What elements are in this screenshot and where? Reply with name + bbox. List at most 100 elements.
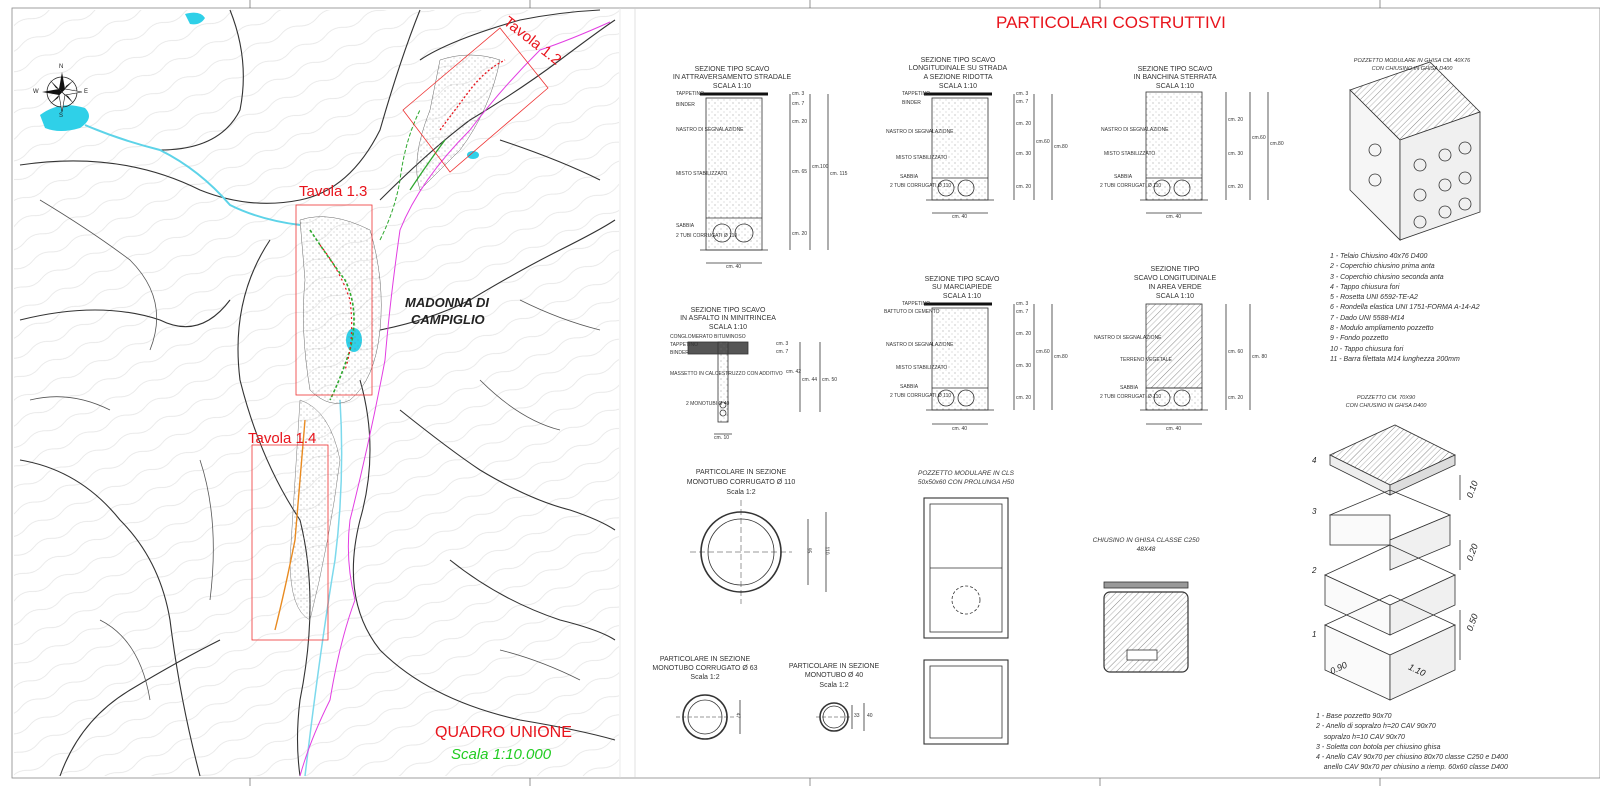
pozzetto-70-title-l2: CON CHIUSINO IN GHISA D400 <box>1345 403 1427 409</box>
sec3-dim-5: cm. 40 <box>1166 214 1182 220</box>
sec4-label-1: TAPPETINO <box>670 342 698 348</box>
sec4-dim-3: cm. 44 <box>802 377 818 383</box>
sec3-label-1: MISTO STABILIZZATO <box>1104 151 1156 157</box>
sec2-label-4: SABBIA <box>900 174 919 180</box>
sec2-dim-2: cm. 20 <box>1016 121 1032 127</box>
pozzetto-70-num-2: 2 <box>1312 566 1317 575</box>
legend-item: 7 - Dado UNI 5588-M14 <box>1330 314 1405 322</box>
pipe63-title-l2: MONOTUBO CORRUGATO Ø 63 <box>652 665 758 672</box>
sec2-dim-5: cm.60 <box>1036 139 1050 145</box>
sec2-dim-6: cm.80 <box>1054 144 1068 150</box>
legend-item: 10 - Tappo chiusura fori <box>1330 345 1404 353</box>
legend-item: 9 - Fondo pozzetto <box>1330 335 1389 343</box>
sec5-scale: SCALA 1:10 <box>942 293 982 300</box>
sec1-dim-4: cm. 20 <box>792 231 808 237</box>
sec6-label-0: NASTRO DI SEGNALAZIONE <box>1094 335 1162 341</box>
sec2-label-3: MISTO STABILIZZATO <box>896 155 948 161</box>
sec4-dim-2: cm. 42 <box>786 369 802 375</box>
sec5-dim-4: cm. 20 <box>1016 395 1032 401</box>
sec1-dim-3: cm. 65 <box>792 169 808 175</box>
sec5-dim-2: cm. 20 <box>1016 331 1032 337</box>
sec2-label-1: BINDER <box>902 100 921 106</box>
sec3-dim-2: cm. 20 <box>1228 184 1244 190</box>
tavola-1-4-label: Tavola 1.4 <box>248 430 317 447</box>
pozzetto-70-legend: 1 - Base pozzetto 90x70 2 - Anello di so… <box>1316 712 1508 774</box>
sec2-dim-0: cm. 3 <box>1016 91 1029 97</box>
quadro-unione-title: QUADRO UNIONE <box>435 724 572 741</box>
sec6-label-2: SABBIA <box>1120 385 1139 391</box>
compass-n-label: N <box>59 64 64 70</box>
legend-item: sopralzo h=10 CAV 90x70 <box>1316 733 1405 741</box>
sec5-dim-5: cm.60 <box>1036 349 1050 355</box>
sec4-label-3: MASSETTO IN CALCESTRUZZO CON ADDITIVO <box>670 371 783 377</box>
chiusino-title-l1: CHIUSINO IN GHISA CLASSE C250 <box>1092 537 1200 544</box>
sec5-label-0: TAPPETINO <box>902 301 930 307</box>
compass-w-label: W <box>33 89 39 95</box>
sec1-dim-6: cm. 115 <box>830 171 848 177</box>
sec1-scale: SCALA 1:10 <box>712 83 752 90</box>
sec5-dim-0: cm. 3 <box>1016 301 1029 307</box>
sec2-label-5: 2 TUBI CORRUGATI Ø 110 <box>890 183 952 189</box>
sec6-title-l3: IN AREA VERDE <box>1148 284 1202 291</box>
sec1-label-4: SABBIA <box>676 223 695 229</box>
sec5-title-l2: SU MARCIAPIEDE <box>932 284 992 291</box>
sec3-title-l1: SEZIONE TIPO SCAVO <box>1137 66 1213 73</box>
sec4-dim-5: cm. 10 <box>714 435 730 441</box>
pipe63-scale: Scala 1:2 <box>690 674 720 681</box>
sec2-dim-3: cm. 30 <box>1016 151 1032 157</box>
pozzetto-cls-title-l2: 50x50x60 CON PROLUNGA H50 <box>917 479 1015 486</box>
chiusino-title-l2: 48X48 <box>1136 546 1156 553</box>
sec3-label-0: NASTRO DI SEGNALAZIONE <box>1101 127 1169 133</box>
sec2-scale: SCALA 1:10 <box>938 83 978 90</box>
pipe110-dim-outer: 110 <box>823 546 830 555</box>
sec6-dim-1: cm. 80 <box>1252 354 1268 360</box>
sec4-scale: SCALA 1:10 <box>708 324 748 331</box>
tavola-1-3-label: Tavola 1.3 <box>299 183 368 200</box>
pipe40-scale: Scala 1:2 <box>819 682 849 689</box>
sec4-title-l2: IN ASFALTO IN MINITRINCEA <box>680 315 776 322</box>
sec3-scale: SCALA 1:10 <box>1155 83 1195 90</box>
pipe40-dim-inner: 33 <box>854 713 860 719</box>
sec4-dim-4: cm. 50 <box>822 377 838 383</box>
sec1-label-0: TAPPETINO <box>676 91 704 97</box>
sec6-scale: SCALA 1:10 <box>1155 293 1195 300</box>
sec2-dim-4: cm. 20 <box>1016 184 1032 190</box>
sec4-title-l1: SEZIONE TIPO SCAVO <box>690 307 766 314</box>
sec4-label-4: 2 MONOTUBI Ø 40 <box>686 401 730 407</box>
town-name-line2: CAMPIGLIO <box>411 312 485 327</box>
sec3-dim-3: cm.60 <box>1252 135 1266 141</box>
sec5-dim-6: cm.80 <box>1054 354 1068 360</box>
sec1-label-5: 2 TUBI CORRUGATI Ø 110 <box>676 233 738 239</box>
pozzetto-70-num-4: 4 <box>1312 456 1317 465</box>
pipe40-title-l1: PARTICOLARE IN SEZIONE <box>788 663 880 670</box>
legend-item: 4 - Anello CAV 90x70 per chiusino 80x70 … <box>1316 754 1508 762</box>
sec1-dim-5: cm.100 <box>812 164 829 170</box>
sec2-label-0: TAPPETINO <box>902 91 930 97</box>
legend-item: 11 - Barra filettata M14 lunghezza 200mm <box>1330 355 1460 363</box>
sec3-dim-4: cm.80 <box>1270 141 1284 147</box>
pipe63-title-l1: PARTICOLARE IN SEZIONE <box>659 656 751 663</box>
legend-item: anello CAV 90x70 per chiusino a riemp. 6… <box>1316 764 1508 772</box>
compass-e-label: E <box>84 89 89 95</box>
legend-item: 3 - Soletta con botola per chiusino ghis… <box>1316 743 1441 751</box>
sec1-label-1: BINDER <box>676 102 695 108</box>
pozzetto-70-num-1: 1 <box>1312 630 1317 639</box>
sec2-dim-7: cm. 40 <box>952 214 968 220</box>
sec4-dim-1: cm. 7 <box>776 349 789 355</box>
sec2-dim-1: cm. 7 <box>1016 99 1029 105</box>
sec5-title-l1: SEZIONE TIPO SCAVO <box>924 276 1000 283</box>
sec2-title-l2: LONGITUDINALE SU STRADA <box>908 65 1008 72</box>
sec5-label-3: MISTO STABILIZZATO <box>896 365 948 371</box>
sec1-dim-0: cm. 3 <box>792 91 805 97</box>
sec2-title-l3: A SEZIONE RIDOTTA <box>923 74 993 81</box>
quadro-unione-scale: Scala 1:10.000 <box>451 746 552 763</box>
north-arrow-icon <box>42 72 83 113</box>
sec5-label-1: BATTUTO DI CEMENTO <box>884 309 940 315</box>
sec4-label-2: BINDER <box>670 350 689 356</box>
sec3-dim-1: cm. 30 <box>1228 151 1244 157</box>
legend-item: 8 - Modulo ampliamento pozzetto <box>1330 325 1434 333</box>
pozzetto-ghisa-title-l2: CON CHIUSINO IN GHISA D400 <box>1371 66 1453 72</box>
details-title: PARTICOLARI COSTRUTTIVI <box>996 13 1226 32</box>
legend-item: 2 - Coperchio chiusino prima anta <box>1330 263 1435 271</box>
